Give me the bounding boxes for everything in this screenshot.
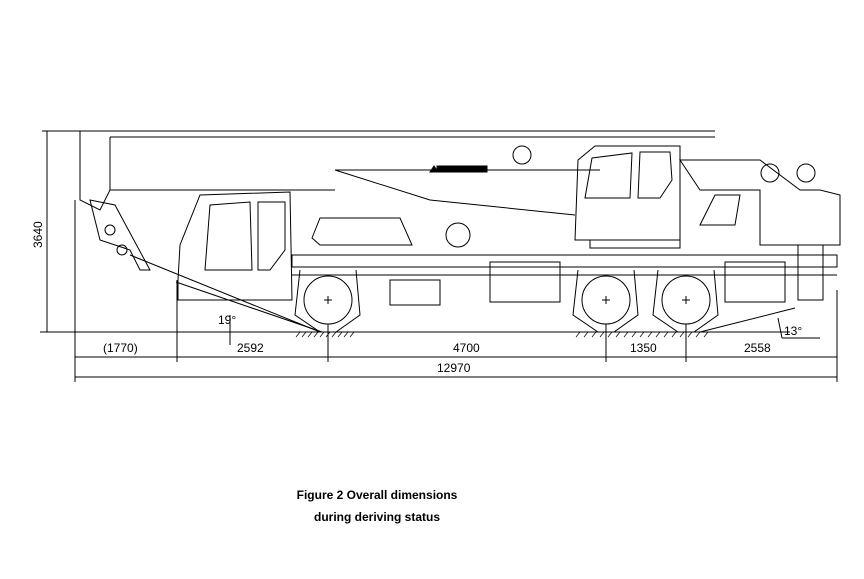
chassis [291, 217, 838, 306]
length-dimensions [74, 200, 838, 382]
figure-caption-line1: Figure 2 Overall dimensions [296, 488, 458, 502]
carrier-cab [177, 191, 293, 301]
ground-hatch [295, 331, 709, 338]
departure-angle-label: 13° [784, 324, 802, 338]
axle2-to-axle3-label: 1350 [630, 341, 657, 355]
figure-caption-line2: during deriving status [313, 510, 440, 524]
front-to-axle1-label: 2592 [237, 341, 264, 355]
axle1-to-axle2-label: 4700 [453, 341, 480, 355]
wheels [294, 269, 719, 333]
height-label: 3640 [31, 221, 45, 248]
counterweight [679, 159, 841, 246]
height-dimension [42, 130, 82, 332]
boom [79, 130, 715, 216]
rear-overhang-label: 2558 [744, 341, 771, 355]
departure-line [699, 307, 796, 333]
front-overhang-label: (1770) [103, 341, 138, 355]
approach-angle-label: 19° [218, 313, 236, 327]
hook-block [89, 199, 151, 271]
overall-length-label: 12970 [437, 361, 471, 375]
approach-line [129, 254, 321, 333]
operator-cab [574, 145, 681, 249]
